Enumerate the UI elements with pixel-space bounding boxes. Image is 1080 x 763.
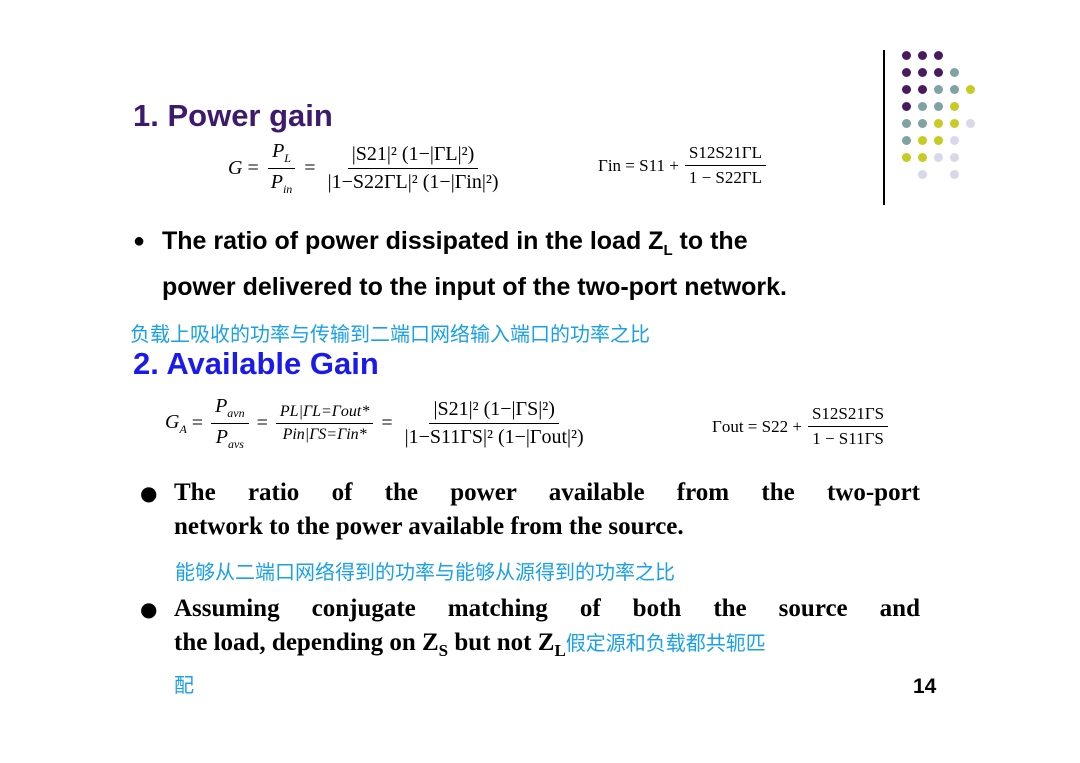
bullet-power-gain-definition: ● The ratio of power dissipated in the l… (133, 227, 787, 301)
bullet-conjugate-matching: ● Assuming conjugate matching of both th… (140, 595, 920, 697)
gamma-out-equation: Γout = S22 + S12S21ΓS 1 − S11ΓS (712, 404, 891, 449)
page-number: 14 (913, 675, 937, 698)
available-gain-equation: GA = Pavn Pavs = PL|ΓL=Γout* Pin|ΓS=Γin*… (165, 395, 584, 451)
section1-title: 1. Power gain (133, 98, 333, 133)
cn-caption-2: 能够从二端口网络得到的功率与能够从源得到的功率之比 (175, 560, 675, 584)
power-gain-equation: G = PL Pin = |S21|² (1−|ΓL|²) |1−S22ΓL|²… (228, 140, 506, 197)
eq1-lhs: G (228, 157, 243, 179)
eq1-frac-sparams: |S21|² (1−|ΓL|²) |1−S22ΓL|² (1−|Γin|²) (327, 143, 499, 193)
section2-title: 2. Available Gain (133, 346, 379, 381)
bullet-available-gain-definition: ● The ratio of the power available from … (140, 479, 920, 540)
cn-caption-1: 负载上吸收的功率与传输到二端口网络输入端口的功率之比 (130, 322, 650, 346)
divider-line (883, 50, 885, 205)
gamma-in-equation: Γin = S11 + S12S21ΓL 1 − S22ΓL (598, 143, 769, 188)
eq1-frac-pl-pin: PL Pin (267, 140, 297, 197)
